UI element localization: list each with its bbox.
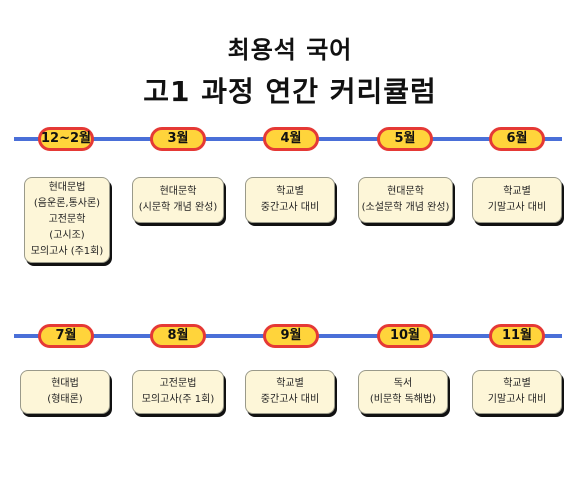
card-line: (형태론) [47, 394, 83, 405]
card-line: 모의고사(주 1회) [141, 394, 215, 405]
card-line: 학교별 [503, 378, 531, 389]
month-pill: 4월 [263, 127, 319, 151]
card-line: 중간고사 대비 [260, 202, 320, 213]
card-line: 현대문학 [159, 186, 197, 197]
card-line: 독서 [393, 378, 413, 389]
curriculum-card: 학교별 중간고사 대비 [245, 177, 335, 223]
card-line: 현대문학 [387, 186, 424, 197]
curriculum-card: 현대법 (형태론) [20, 370, 110, 414]
curriculum-card: 학교별 기말고사 대비 [472, 177, 562, 223]
card-line: (음운론,통사론) [33, 198, 101, 209]
month-pill: 11월 [489, 324, 545, 348]
card-line: 기말고사 대비 [487, 394, 547, 405]
month-pill: 5월 [377, 127, 433, 151]
card-line: 학교별 [276, 186, 304, 197]
curriculum-card: 고전문법 모의고사(주 1회) [132, 370, 224, 414]
card-line: 고전문법 [159, 378, 197, 389]
curriculum-card: 독서 (비문학 독해법) [358, 370, 448, 414]
card-line: 기말고사 대비 [487, 202, 547, 213]
card-line: (시문학 개념 완성) [138, 202, 218, 213]
card-line: 현대법 [51, 378, 79, 389]
month-pill: 7월 [38, 324, 94, 348]
card-line: (소설문학 개념 완성) [361, 202, 450, 213]
month-pill: 12~2월 [38, 127, 94, 151]
curriculum-card: 학교별 기말고사 대비 [472, 370, 562, 414]
card-line: 중간고사 대비 [260, 394, 320, 405]
month-pill: 3월 [150, 127, 206, 151]
card-line: (비문학 독해법) [369, 394, 437, 405]
title-line-1: 최용석 국어 [227, 36, 353, 64]
month-pill: 10월 [377, 324, 433, 348]
card-line: 모의고사 (주1회) [30, 246, 104, 257]
month-pill: 8월 [150, 324, 206, 348]
month-pill: 6월 [489, 127, 545, 151]
card-line: 고전문학 [48, 214, 86, 225]
curriculum-card: 현대문법 (음운론,통사론) 고전문학 (고시조) 모의고사 (주1회) [24, 177, 110, 263]
curriculum-card: 현대문학 (소설문학 개념 완성) [358, 177, 453, 223]
card-line: (고시조) [49, 230, 85, 241]
curriculum-card: 현대문학 (시문학 개념 완성) [132, 177, 224, 223]
card-line: 학교별 [503, 186, 531, 197]
card-line: 현대문법 [48, 182, 86, 193]
title-line-2: 고1 과정 연간 커리큘럼 [143, 75, 437, 108]
card-line: 학교별 [276, 378, 304, 389]
month-pill: 9월 [263, 324, 319, 348]
curriculum-card: 학교별 중간고사 대비 [245, 370, 335, 414]
